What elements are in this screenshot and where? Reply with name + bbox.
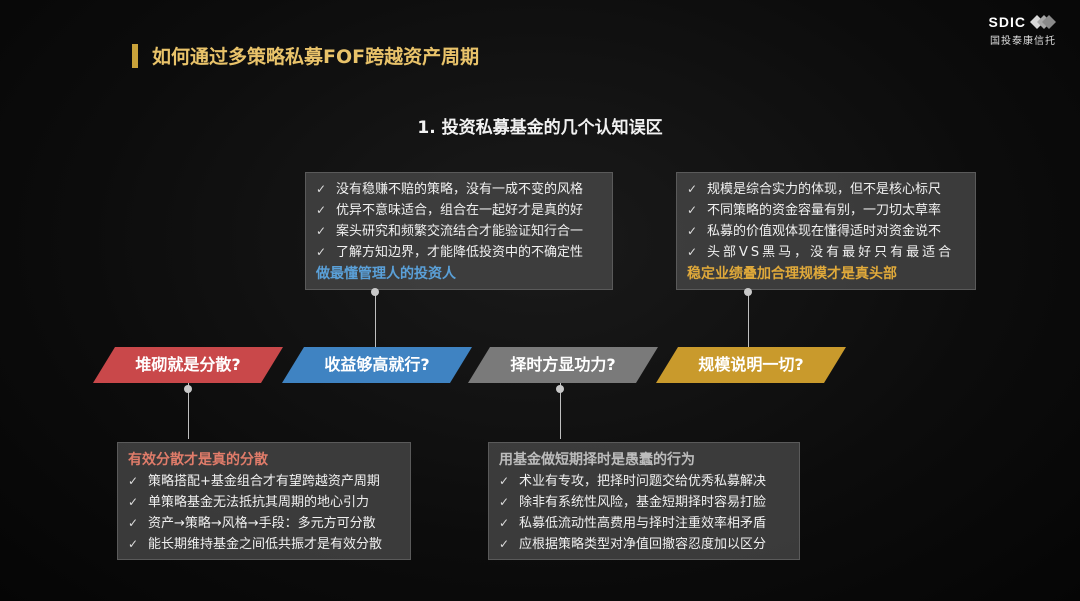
list-item: ✓头部VS黑马，没有最好只有最适合 [687, 242, 965, 263]
myth-label-diversification: 堆砌就是分散? [93, 347, 283, 383]
check-icon: ✓ [316, 245, 327, 259]
connector-dot [371, 288, 379, 296]
box-highlight: 做最懂管理人的投资人 [316, 266, 456, 282]
check-icon: ✓ [316, 203, 327, 217]
list-item: ✓没有稳赚不赔的策略，没有一成不变的风格 [316, 179, 602, 200]
check-icon: ✓ [499, 495, 510, 509]
parallelogram-shape [93, 347, 283, 383]
list-item: ✓应根据策略类型对净值回撤容忍度加以区分 [499, 534, 789, 555]
check-icon: ✓ [499, 537, 510, 551]
myth-label-timing: 择时方显功力? [468, 347, 658, 383]
connector-line [375, 292, 376, 348]
brand-name: SDIC [988, 14, 1026, 30]
box-manager-insight: ✓没有稳赚不赔的策略，没有一成不变的风格 ✓优异不意味适合，组合在一起好才是真的… [305, 172, 613, 290]
check-icon: ✓ [687, 245, 698, 259]
connector-dot [744, 288, 752, 296]
box-scale-insight: ✓规模是综合实力的体现，但不是核心标尺 ✓不同策略的资金容量有别，一刀切太草率 … [676, 172, 976, 290]
list-item: ✓除非有系统性风险，基金短期择时容易打脸 [499, 492, 789, 513]
myth-label-returns: 收益够高就行? [282, 347, 472, 383]
brand-subtitle: 国投泰康信托 [990, 36, 1056, 47]
list-item: ✓不同策略的资金容量有别，一刀切太草率 [687, 200, 965, 221]
check-icon: ✓ [316, 182, 327, 196]
diamond-logo-icon [1030, 15, 1056, 29]
page-title: 如何通过多策略私募FOF跨越资产周期 [152, 46, 480, 68]
check-icon: ✓ [128, 495, 139, 509]
connector-dot [184, 385, 192, 393]
connector-line [188, 383, 189, 439]
list-item: ✓术业有专攻，把择时问题交给优秀私募解决 [499, 471, 789, 492]
box-highlight: 用基金做短期择时是愚蠢的行为 [499, 452, 695, 468]
brand-logo: SDIC 国投泰康信托 [989, 14, 1056, 47]
check-icon: ✓ [128, 474, 139, 488]
section-title: 1. 投资私募基金的几个认知误区 [417, 118, 663, 138]
connector-line [560, 383, 561, 439]
check-icon: ✓ [128, 516, 139, 530]
list-item: ✓资产→策略→风格→手段：多元方可分散 [128, 513, 400, 534]
check-icon: ✓ [687, 224, 698, 238]
box-highlight: 有效分散才是真的分散 [128, 452, 268, 468]
myth-label-scale: 规模说明一切? [656, 347, 846, 383]
list-item: ✓单策略基金无法抵抗其周期的地心引力 [128, 492, 400, 513]
box-highlight: 稳定业绩叠加合理规模才是真头部 [687, 266, 897, 282]
list-item: ✓了解方知边界，才能降低投资中的不确定性 [316, 242, 602, 263]
check-icon: ✓ [128, 537, 139, 551]
list-item: ✓私募低流动性高费用与择时注重效率相矛盾 [499, 513, 789, 534]
list-item: ✓私募的价值观体现在懂得适时对资金说不 [687, 221, 965, 242]
title-accent-bar [132, 44, 138, 68]
list-item: ✓规模是综合实力的体现，但不是核心标尺 [687, 179, 965, 200]
check-icon: ✓ [499, 516, 510, 530]
parallelogram-shape [468, 347, 658, 383]
connector-dot [556, 385, 564, 393]
check-icon: ✓ [687, 182, 698, 196]
list-item: ✓策略搭配+基金组合才有望跨越资产周期 [128, 471, 400, 492]
check-icon: ✓ [687, 203, 698, 217]
parallelogram-shape [656, 347, 846, 383]
box-timing-insight: 用基金做短期择时是愚蠢的行为 ✓术业有专攻，把择时问题交给优秀私募解决 ✓除非有… [488, 442, 800, 560]
box-diversification-insight: 有效分散才是真的分散 ✓策略搭配+基金组合才有望跨越资产周期 ✓单策略基金无法抵… [117, 442, 411, 560]
connector-line [748, 292, 749, 348]
list-item: ✓能长期维持基金之间低共振才是有效分散 [128, 534, 400, 555]
list-item: ✓优异不意味适合，组合在一起好才是真的好 [316, 200, 602, 221]
list-item: ✓案头研究和频繁交流结合才能验证知行合一 [316, 221, 602, 242]
parallelogram-shape [282, 347, 472, 383]
check-icon: ✓ [499, 474, 510, 488]
check-icon: ✓ [316, 224, 327, 238]
